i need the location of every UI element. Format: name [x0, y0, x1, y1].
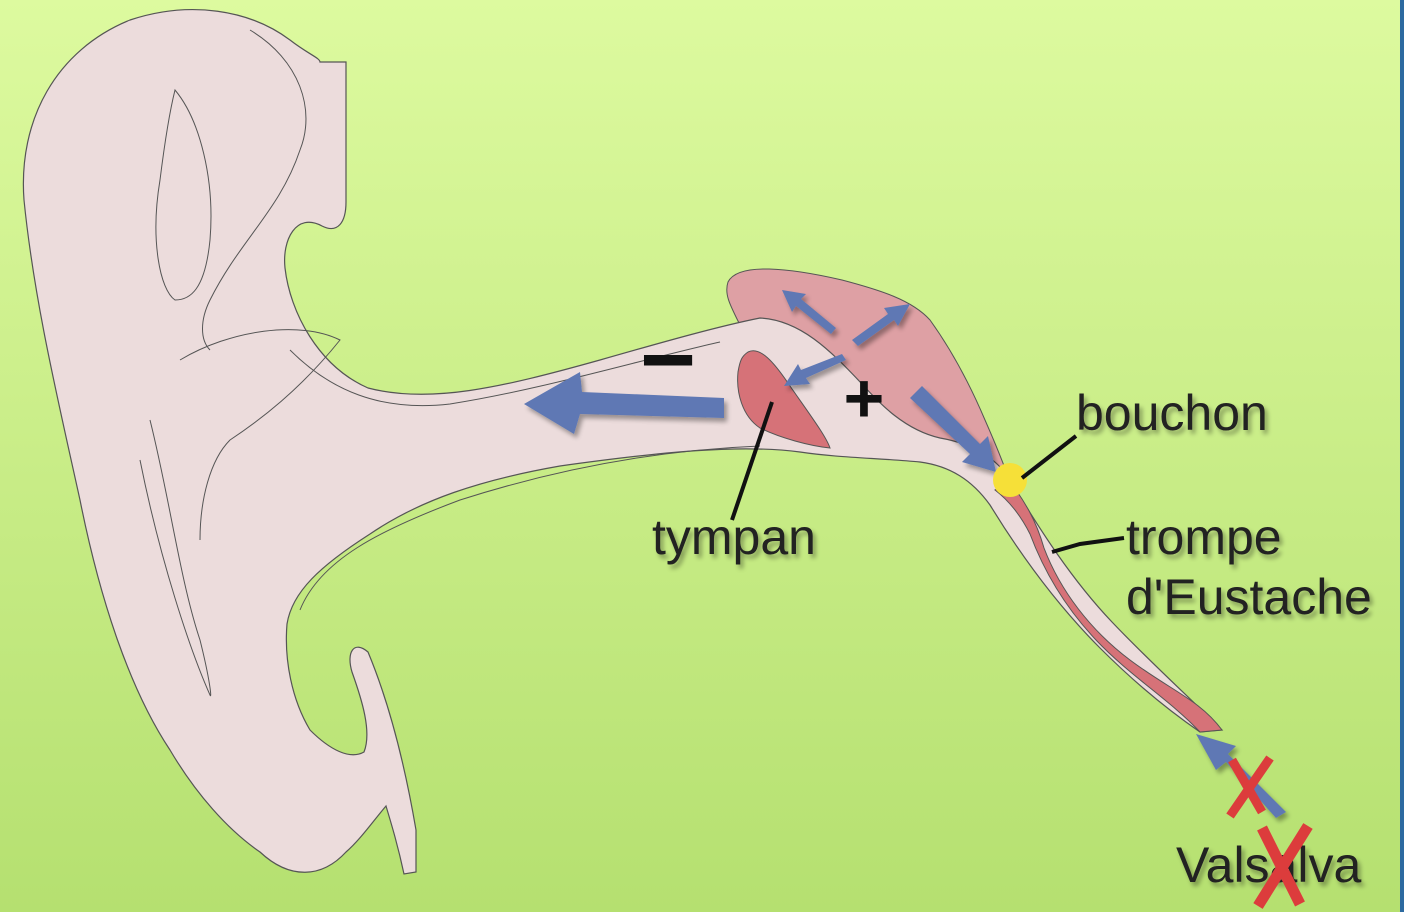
right-border — [1400, 0, 1404, 912]
label-trompe: trompe — [1126, 509, 1282, 565]
pressure-plus: + — [844, 359, 885, 437]
plug-dot — [993, 463, 1027, 497]
pressure-minus: − — [640, 306, 696, 413]
label-eustache: d'Eustache — [1126, 569, 1372, 625]
label-bouchon: bouchon — [1076, 385, 1268, 441]
label-tympan: tympan — [652, 509, 816, 565]
